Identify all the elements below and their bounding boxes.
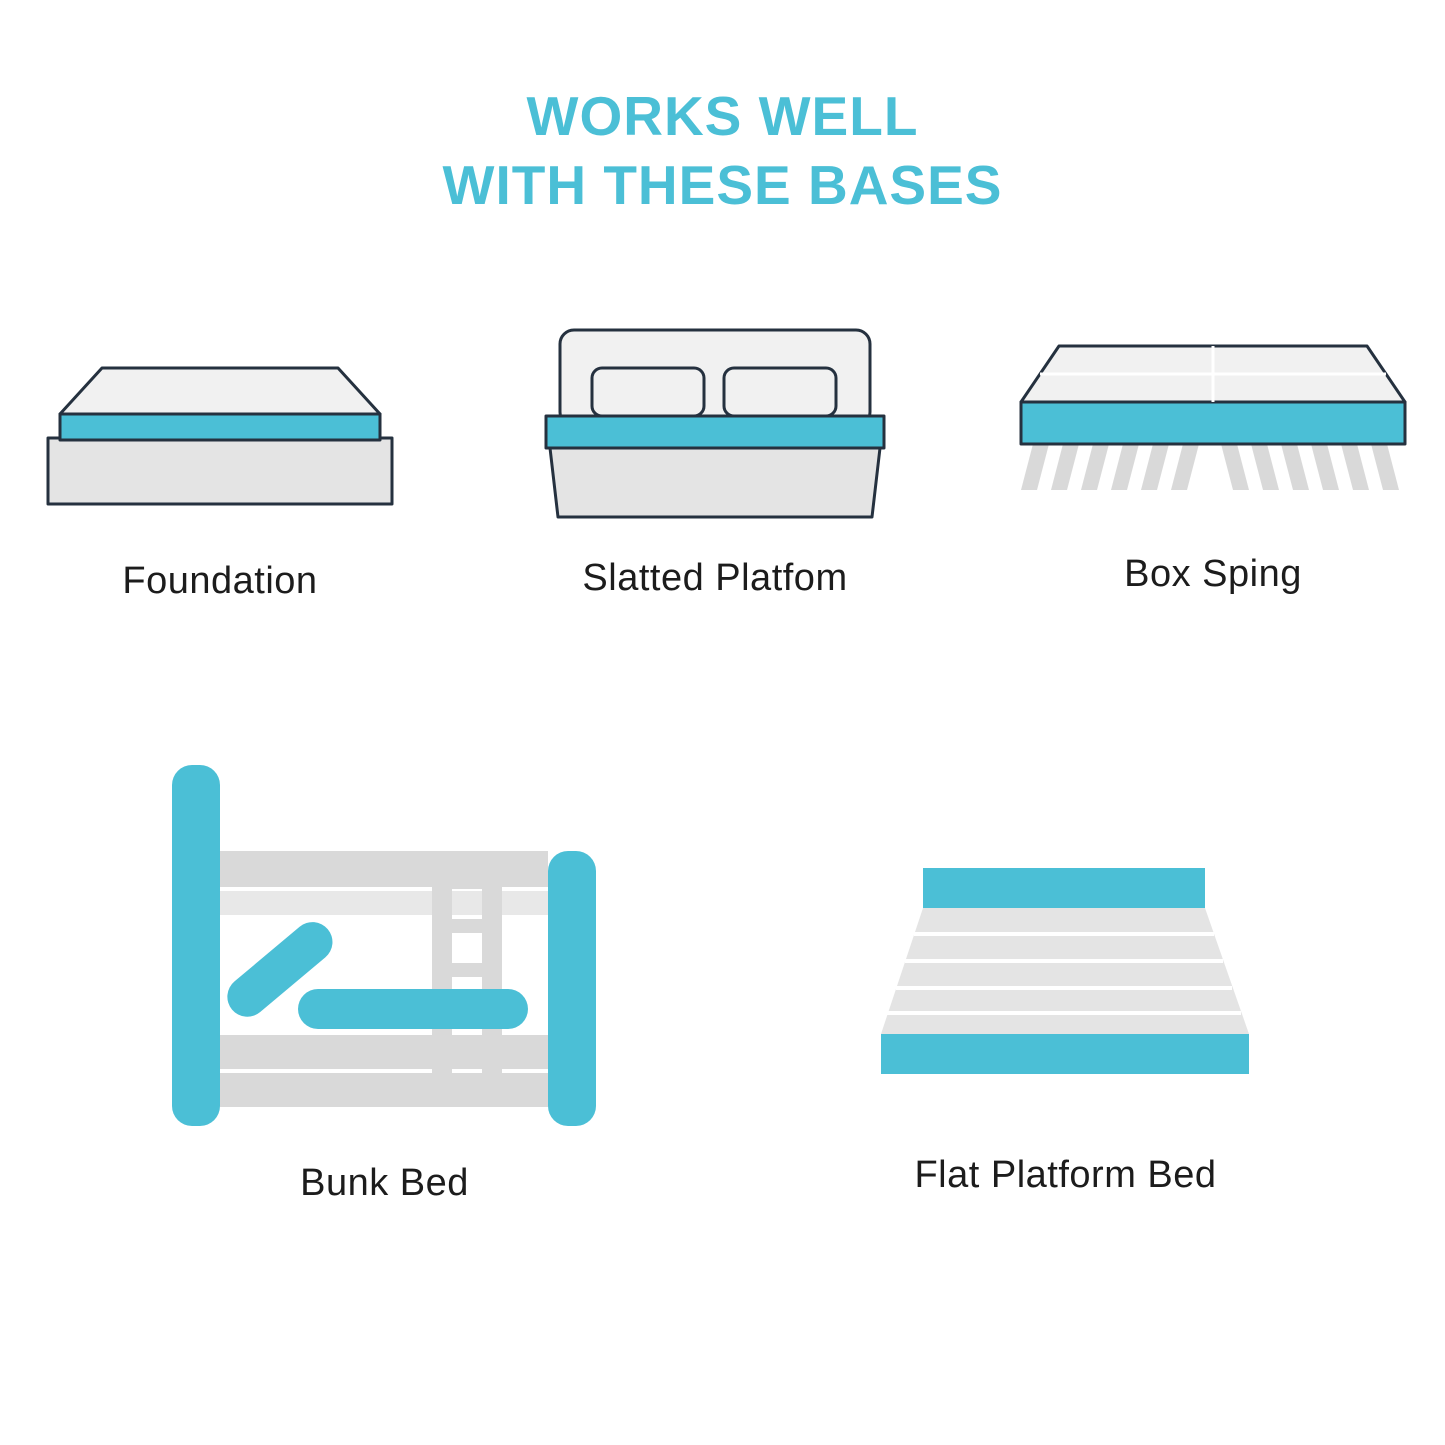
- title-line-2: WITH THESE BASES: [442, 153, 1003, 216]
- pillow-left: [590, 366, 706, 418]
- figure-label-box-spring: Box Sping: [1124, 553, 1302, 595]
- bunk-mattress: [297, 989, 528, 1029]
- figure-label-slatted-platform: Slatted Platfom: [582, 557, 848, 599]
- flat-platform-bed-icon: [880, 868, 1249, 1074]
- box-spring-icon: [1019, 344, 1407, 490]
- figure-slatted-platform: Slatted Platfom: [500, 326, 930, 600]
- box-spring-side: [1019, 400, 1407, 446]
- right-post: [547, 851, 596, 1126]
- figure-box-spring: Box Sping: [998, 342, 1428, 596]
- figure-label-bunk-bed: Bunk Bed: [300, 1162, 469, 1204]
- box-spring-legs: [1021, 444, 1399, 490]
- mattress-band: [544, 414, 886, 450]
- platform-deck: [880, 908, 1249, 1034]
- bunk-bed-icon: [171, 765, 596, 1126]
- mattress-top: [58, 366, 382, 416]
- page-title: WORKS WELL WITH THESE BASES: [0, 82, 1445, 220]
- mattress-side: [58, 412, 382, 442]
- figure-flat-platform-bed: Flat Platform Bed: [858, 866, 1273, 1197]
- figure-label-foundation: Foundation: [122, 560, 318, 602]
- figure-label-flat-platform-bed: Flat Platform Bed: [914, 1154, 1217, 1196]
- figure-foundation: Foundation: [28, 362, 412, 603]
- pillow-right: [722, 366, 838, 418]
- figure-bunk-bed: Bunk Bed: [162, 763, 607, 1205]
- platform-headboard: [922, 868, 1205, 908]
- platform-slat-lines: [886, 932, 1241, 1015]
- ladder: [431, 851, 502, 1095]
- bed-base: [548, 446, 882, 519]
- left-post: [171, 765, 220, 1126]
- platform-base: [880, 1034, 1249, 1074]
- foundation-icon: [46, 366, 394, 506]
- slatted-platform-icon: [544, 328, 886, 519]
- title-line-1: WORKS WELL: [526, 85, 919, 147]
- bunk-tilted-mattress: [226, 922, 332, 1017]
- foundation-base: [46, 436, 394, 506]
